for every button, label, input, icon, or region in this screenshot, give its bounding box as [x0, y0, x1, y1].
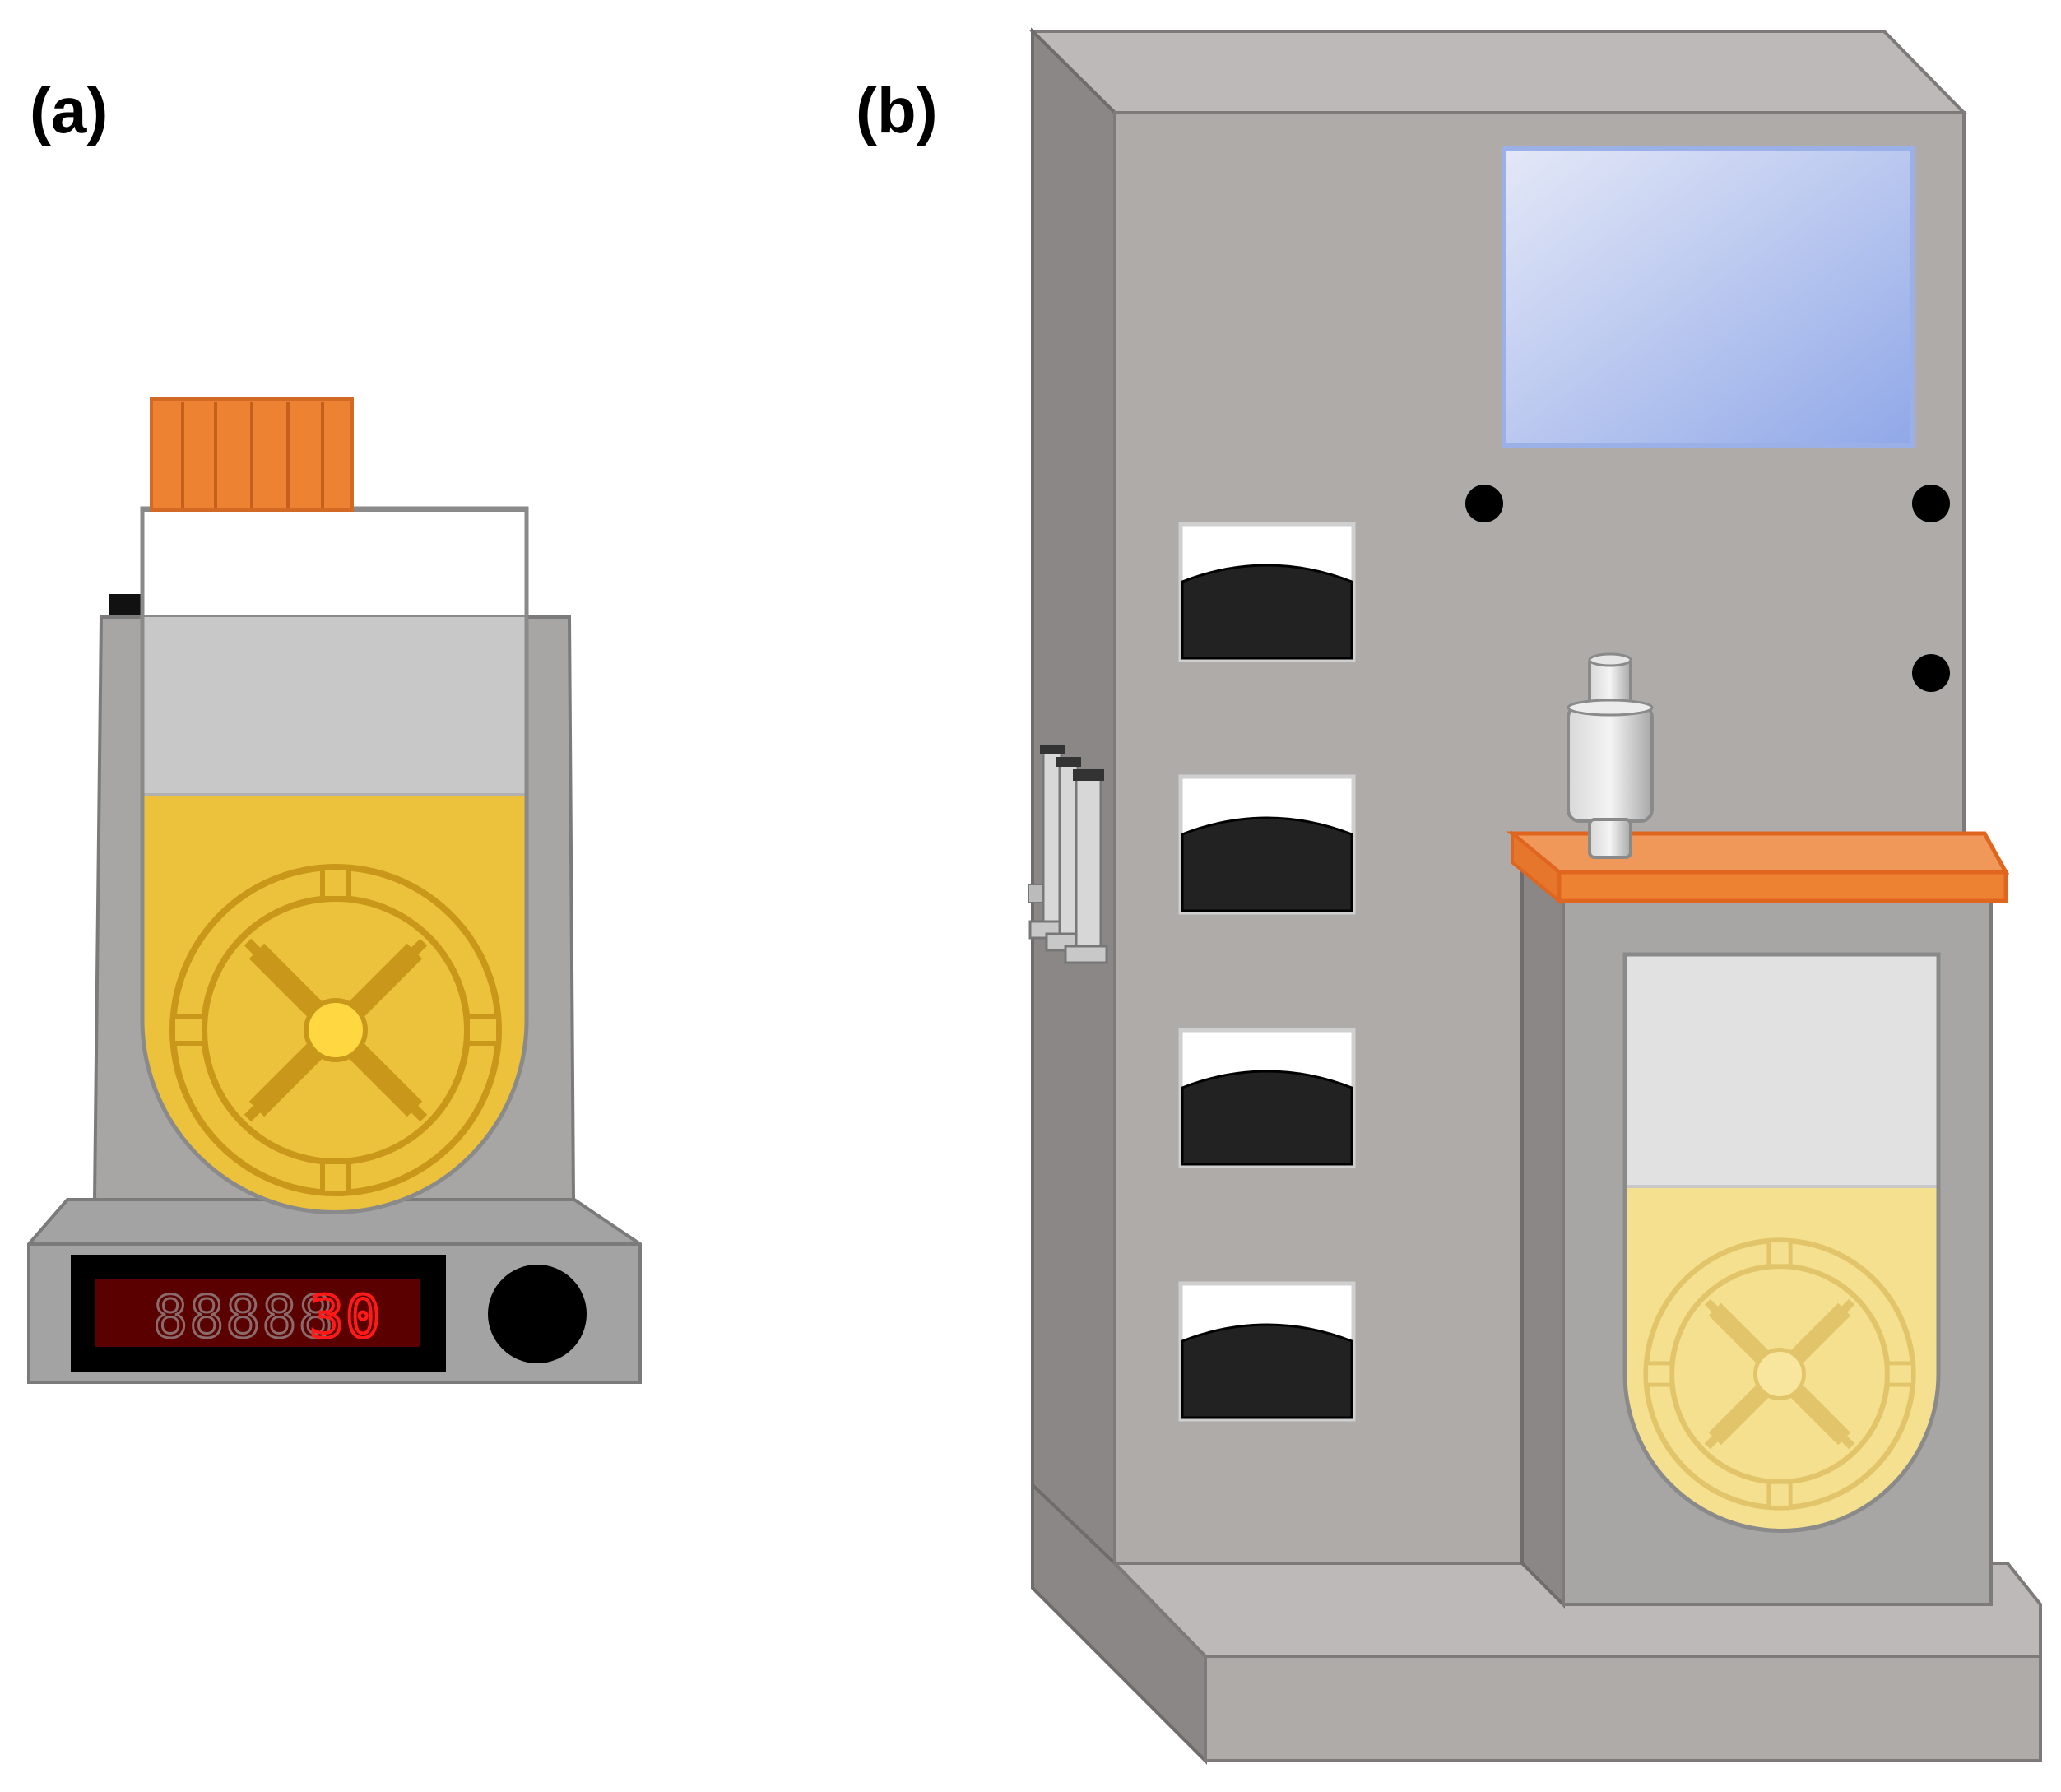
- benchtop-bioreactor: 88888 30: [27, 397, 642, 1384]
- bench-scale-bioreactor-system: [1028, 27, 2042, 1765]
- screw-icon: [1465, 485, 1503, 522]
- touch-screen[interactable]: [1502, 146, 1915, 448]
- panel-label-b: (b): [856, 74, 938, 146]
- cabinet-top: [1028, 30, 1968, 114]
- reactor-housing-side: [1520, 860, 1565, 1609]
- impeller-icon: [173, 867, 499, 1193]
- panel-label-a: (a): [30, 74, 109, 146]
- base-front: [1204, 1655, 2042, 1762]
- display-dim-digits: 88888: [153, 1284, 335, 1351]
- vessel-cap: [150, 397, 354, 512]
- culture-vessel: [1622, 952, 1941, 1533]
- gauge-icon: [1178, 774, 1356, 915]
- knob-icon[interactable]: [488, 1265, 587, 1363]
- probe-icon: [1567, 652, 1654, 859]
- gauge-icon: [1178, 522, 1356, 662]
- vessel-lid: [1506, 829, 2010, 905]
- impeller-icon: [1646, 1241, 1914, 1508]
- syringe-icon: [1064, 769, 1108, 964]
- digital-display: 88888 30: [71, 1255, 446, 1372]
- gauge-icon: [1178, 1028, 1356, 1168]
- display-value: 30: [309, 1284, 382, 1351]
- screw-icon: [1912, 485, 1950, 522]
- gauge-icon: [1178, 1281, 1356, 1422]
- screw-icon: [1912, 654, 1950, 692]
- culture-vessel: [140, 506, 529, 1214]
